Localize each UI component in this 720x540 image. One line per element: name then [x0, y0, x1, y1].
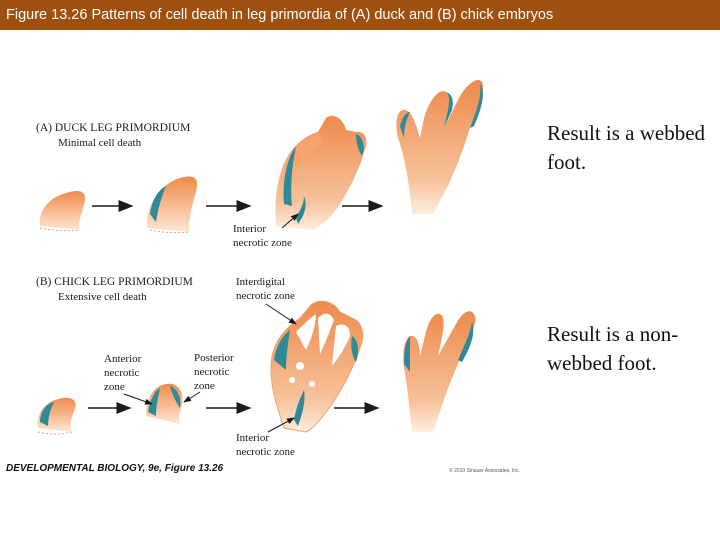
panel-a-interior-label-2: necrotic zone — [233, 237, 292, 249]
panel-b-result-caption: Result is a non-webbed foot. — [547, 322, 679, 375]
chick-anterior-leader — [123, 393, 153, 405]
panel-b-interdigital-label-2: necrotic zone — [236, 290, 295, 302]
panel-a-result-caption: Result is a webbed foot. — [547, 121, 706, 174]
duck-bud-stage-1 — [39, 191, 86, 232]
panel-a-subheading: Minimal cell death — [58, 137, 142, 149]
copyright-notice: © 2010 Sinauer Associates, Inc. — [449, 468, 520, 474]
panel-b-posterior-label-3: zone — [194, 380, 215, 392]
panel-b-labels: (B) CHICK LEG PRIMORDIUM Extensive cell … — [36, 276, 295, 458]
panel-b-anterior-label-1: Anterior — [104, 353, 142, 365]
chick-interior-leader — [267, 417, 295, 433]
panel-b-heading: (B) CHICK LEG PRIMORDIUM — [36, 276, 193, 288]
panel-b-anterior-label-2: necrotic — [104, 367, 140, 379]
slide-title: Figure 13.26 Patterns of cell death in l… — [0, 0, 720, 30]
duck-webbed-foot — [396, 80, 484, 214]
duck-bud-stage-2 — [146, 176, 198, 234]
chick-bud-stage-1 — [37, 397, 76, 435]
panel-b-subheading: Extensive cell death — [58, 291, 147, 303]
chick-bud-stage-2 — [146, 383, 183, 424]
panel-b-interdigital-label-1: Interdigital — [236, 276, 285, 288]
duck-paddle-stage-3 — [275, 115, 367, 230]
panel-b-posterior-label-2: necrotic — [194, 366, 230, 378]
panel-a-labels: (A) DUCK LEG PRIMORDIUM Minimal cell dea… — [36, 122, 292, 249]
panel-b-interior-label-2: necrotic zone — [236, 446, 295, 458]
chick-posterior-leader — [183, 391, 201, 403]
chick-nonwebbed-foot — [403, 311, 476, 432]
panel-b-interior-label-1: Interior — [236, 432, 269, 444]
cell-death-figure: (A) DUCK LEG PRIMORDIUM Minimal cell dea… — [36, 80, 484, 458]
panel-b-anterior-label-3: zone — [104, 381, 125, 393]
panel-a-interior-label-1: Interior — [233, 223, 266, 235]
duck-interior-leader — [281, 213, 299, 229]
panel-a-heading: (A) DUCK LEG PRIMORDIUM — [36, 122, 190, 134]
panel-b-posterior-label-1: Posterior — [194, 352, 234, 364]
chick-interdigital-leader — [265, 303, 297, 325]
chick-paddle-stage-3 — [270, 300, 364, 433]
figure-credit: DEVELOPMENTAL BIOLOGY, 9e, Figure 13.26 — [6, 463, 224, 474]
